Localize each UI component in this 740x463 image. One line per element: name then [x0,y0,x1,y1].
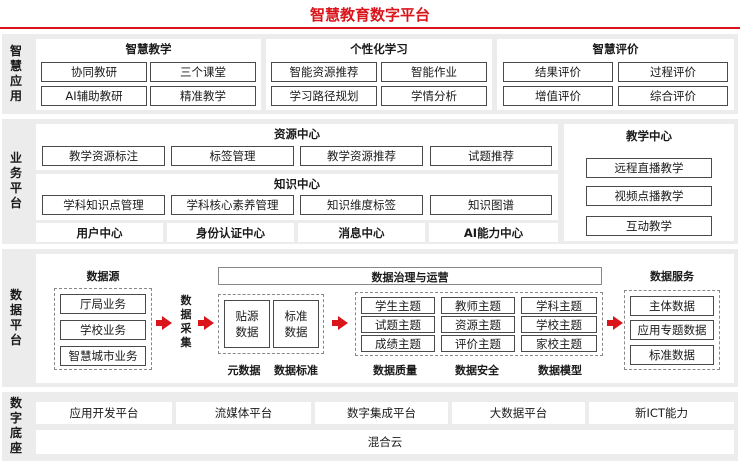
meta-item-standard-data-text: 标准数据 [284,309,308,339]
app-item-precise-teaching[interactable]: 精准教学 [150,86,256,106]
arrow-stem-1 [156,320,162,326]
app-item-result-eval[interactable]: 结果评价 [503,62,613,82]
base-item-integration[interactable]: 数字集成平台 [315,402,448,424]
app-item-comprehensive-eval[interactable]: 综合评价 [618,86,728,106]
app-item-smart-homework[interactable]: 智能作业 [381,62,487,82]
base-item-new-ict[interactable]: 新ICT能力 [589,402,734,424]
message-center[interactable]: 消息中心 [298,223,425,242]
app-item-three-classrooms[interactable]: 三个课堂 [150,62,256,82]
resource-item-tag-mgmt[interactable]: 标签管理 [171,146,294,166]
arrow-right-icon [338,316,348,330]
smart-app-label: 智慧应用 [9,44,22,103]
topic-score[interactable]: 成绩主题 [361,335,435,352]
topic-subject[interactable]: 学科主题 [521,297,597,314]
title-underline [0,27,740,29]
label-metadata: 元数据 [227,364,261,377]
meta-item-standard-data[interactable]: 标准数据 [273,300,319,348]
label-data-quality: 数据质量 [373,364,417,377]
app-item-learning-analysis[interactable]: 学情分析 [381,86,487,106]
knowledge-center-panel: 知识中心 学科知识点管理 学科核心素养管理 知识维度标签 知识图谱 [36,174,558,220]
base-hybrid-cloud[interactable]: 混合云 [36,430,734,454]
ai-capability-center[interactable]: AI能力中心 [429,223,558,242]
arrow-stem-3 [332,320,338,326]
topic-school[interactable]: 学校主题 [521,316,597,333]
personalized-learning-panel: 个性化学习 智能资源推荐 智能作业 学习路径规划 学情分析 [266,39,492,110]
app-item-process-eval[interactable]: 过程评价 [618,62,728,82]
app-item-collab-research[interactable]: 协同教研 [41,62,147,82]
smart-teaching-panel: 智慧教学 协同教研 三个课堂 AI辅助教研 精准教学 [36,39,261,110]
resource-center-panel: 资源中心 教学资源标注 标签管理 教学资源推荐 试题推荐 [36,124,558,170]
topic-student[interactable]: 学生主题 [361,297,435,314]
resource-center-title: 资源中心 [274,127,320,141]
topic-question[interactable]: 试题主题 [361,316,435,333]
teaching-center-title: 教学中心 [626,129,672,143]
source-item-school[interactable]: 学校业务 [60,320,146,340]
teaching-item-interactive[interactable]: 互动教学 [586,216,712,236]
label-data-security: 数据安全 [455,364,499,377]
app-item-smart-resource-rec[interactable]: 智能资源推荐 [271,62,377,82]
app-item-learning-path[interactable]: 学习路径规划 [271,86,377,106]
page-title: 智慧教育数字平台 [309,6,430,24]
source-item-bureau[interactable]: 厅局业务 [60,294,146,314]
arrow-right-icon [162,316,172,330]
meta-item-source-data-text: 贴源数据 [235,309,259,339]
smart-teaching-title: 智慧教学 [125,42,172,56]
resource-item-annotation[interactable]: 教学资源标注 [42,146,165,166]
meta-item-source-data[interactable]: 贴源数据 [224,300,270,348]
resource-item-question-rec[interactable]: 试题推荐 [430,146,552,166]
arrow-right-icon [204,316,214,330]
knowledge-item-points[interactable]: 学科知识点管理 [42,195,165,215]
service-item-standard-data[interactable]: 标准数据 [630,345,714,365]
label-data-model: 数据模型 [538,364,582,377]
teaching-item-live[interactable]: 远程直播教学 [586,158,712,178]
data-label: 数据平台 [9,288,22,347]
topic-evaluation[interactable]: 评价主题 [441,335,515,352]
knowledge-item-dimension-tag[interactable]: 知识维度标签 [300,195,423,215]
arrow-right-icon [613,316,623,330]
governance-title: 数据治理与运营 [371,271,449,284]
service-item-topic-data[interactable]: 应用专题数据 [630,320,714,340]
smart-evaluation-panel: 智慧评价 结果评价 过程评价 增值评价 综合评价 [497,39,734,110]
service-item-subject-data[interactable]: 主体数据 [630,296,714,316]
arrow-stem-2 [198,320,204,326]
data-source-title: 数据源 [86,270,120,283]
knowledge-item-graph[interactable]: 知识图谱 [430,195,552,215]
base-item-app-dev[interactable]: 应用开发平台 [36,402,172,424]
data-service-title: 数据服务 [650,270,694,283]
arrow-stem-4 [607,320,613,326]
business-label: 业务平台 [9,151,22,210]
knowledge-center-title: 知识中心 [274,177,320,191]
topic-teacher[interactable]: 教师主题 [441,297,515,314]
topic-resource[interactable]: 资源主题 [441,316,515,333]
base-item-streaming[interactable]: 流媒体平台 [176,402,311,424]
app-item-ai-research[interactable]: AI辅助教研 [41,86,147,106]
topic-home-school[interactable]: 家校主题 [521,335,597,352]
knowledge-item-literacy[interactable]: 学科核心素养管理 [171,195,294,215]
teaching-item-vod[interactable]: 视频点播教学 [586,186,712,206]
source-item-smart-city[interactable]: 智慧城市业务 [60,346,146,366]
resource-item-recommend[interactable]: 教学资源推荐 [300,146,423,166]
identity-auth-center[interactable]: 身份认证中心 [167,223,294,242]
data-collect-label: 数据采集 [180,294,192,349]
base-label: 数字底座 [9,396,22,455]
app-item-value-added-eval[interactable]: 增值评价 [503,86,613,106]
base-item-bigdata[interactable]: 大数据平台 [452,402,585,424]
smart-evaluation-title: 智慧评价 [592,42,639,56]
user-center[interactable]: 用户中心 [36,223,163,242]
label-data-standard: 数据标准 [274,364,318,377]
teaching-center-panel: 教学中心 远程直播教学 视频点播教学 互动教学 [564,124,734,241]
governance-header [218,267,602,285]
personalized-learning-title: 个性化学习 [350,42,408,56]
